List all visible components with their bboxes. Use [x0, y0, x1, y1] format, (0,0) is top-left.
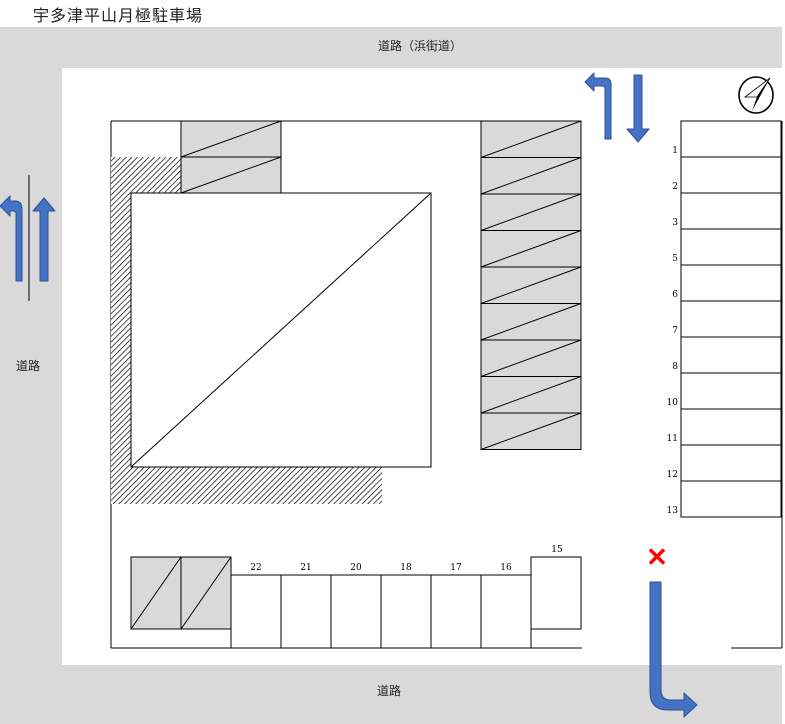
road-label-bottom: 道路 [377, 683, 401, 698]
building [130, 192, 432, 468]
space-number: 6 [672, 290, 678, 300]
reserved-spaces-top [180, 120, 282, 194]
parking-space-11[interactable]: 11 [667, 408, 782, 446]
reserved-space [480, 339, 582, 377]
reserved-space [480, 193, 582, 231]
space-number: 18 [400, 563, 412, 573]
reserved-space [480, 412, 582, 450]
reserved-space [130, 556, 182, 630]
down-arrow-icon [626, 74, 650, 143]
space-number: 22 [250, 563, 261, 573]
reserved-space [180, 120, 282, 158]
space-number: 17 [450, 563, 462, 573]
parking-space-6[interactable]: 6 [672, 264, 782, 302]
parking-space-12[interactable]: 12 [667, 444, 782, 482]
reserved-space [480, 266, 582, 304]
reserved-spaces-column [480, 120, 582, 450]
road-label-left: 道路 [16, 358, 40, 373]
compass-icon [738, 76, 774, 114]
parking-space-17[interactable]: 17 [430, 563, 482, 649]
parking-space-20[interactable]: 20 [330, 563, 382, 649]
space-number: 20 [350, 563, 362, 573]
reserved-space [480, 303, 582, 341]
traffic-arrows [0, 72, 698, 718]
parking-spaces-bottom: 22 21 20 18 17 16 [230, 563, 532, 649]
space-number: 5 [672, 254, 678, 264]
parking-space-1[interactable]: 1 [672, 120, 782, 158]
space-number: 12 [667, 470, 678, 480]
space-number: 2 [672, 182, 678, 192]
road-top [0, 27, 782, 68]
parking-space-16[interactable]: 16 [480, 563, 532, 649]
parking-space-8[interactable]: 8 [672, 336, 782, 374]
u-turn-arrow-icon [0, 195, 23, 282]
reserved-space [480, 376, 582, 414]
road-label-top: 道路（浜街道） [378, 38, 462, 53]
parking-space-15[interactable]: 15 [530, 545, 582, 648]
space-number: 11 [667, 434, 678, 444]
space-number-15: 15 [551, 545, 563, 555]
space-number: 13 [667, 506, 679, 516]
reserved-spaces-bottom [130, 556, 232, 630]
space-number: 7 [672, 326, 678, 336]
parking-space-7[interactable]: 7 [672, 300, 782, 338]
exit-arrow-icon [649, 581, 698, 718]
reserved-space [180, 156, 282, 194]
reserved-space [480, 120, 582, 158]
parking-space-21[interactable]: 21 [280, 563, 332, 649]
space-number: 10 [667, 398, 679, 408]
parking-space-22[interactable]: 22 [230, 563, 282, 649]
parking-space-18[interactable]: 18 [380, 563, 432, 649]
space-number: 21 [300, 563, 311, 573]
space-number: 3 [672, 218, 678, 228]
u-turn-arrow-icon [584, 72, 612, 140]
space-number: 8 [672, 362, 678, 372]
space-number: 1 [672, 146, 678, 156]
parking-space-3[interactable]: 3 [672, 192, 782, 230]
hatched-area [111, 157, 382, 504]
parking-space-2[interactable]: 2 [672, 156, 782, 194]
reserved-space [480, 157, 582, 195]
road-left [0, 27, 62, 724]
parking-space-10[interactable]: 10 [667, 372, 782, 410]
space-number: 16 [500, 563, 512, 573]
reserved-space [180, 556, 232, 630]
page-title: 宇多津平山月極駐車場 [33, 6, 204, 25]
reserved-space [480, 230, 582, 268]
parking-space-13[interactable]: 13 [667, 480, 782, 518]
parking-space-5[interactable]: 5 [672, 228, 782, 266]
no-entry-mark: ✕ [646, 543, 668, 573]
up-arrow-icon [32, 197, 56, 282]
